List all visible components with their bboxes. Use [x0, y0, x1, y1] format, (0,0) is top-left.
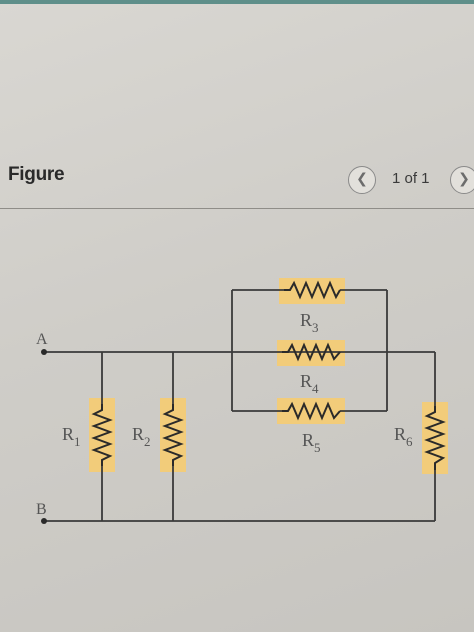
- top-accent-strip: [0, 0, 474, 4]
- resistor-zigzags: [91, 280, 446, 470]
- figure-title: Figure: [8, 164, 65, 185]
- label-r3-sub: 3: [312, 320, 319, 335]
- previous-figure-button[interactable]: ❮: [348, 166, 376, 194]
- resistor-highlights: [89, 278, 448, 474]
- node-label-b: B: [36, 501, 47, 518]
- label-r6: R6: [394, 424, 413, 449]
- label-r2-sub: 2: [144, 434, 151, 449]
- label-r6-name: R: [394, 424, 406, 444]
- label-r6-sub: 6: [406, 434, 413, 449]
- next-figure-button[interactable]: ❯: [450, 166, 474, 194]
- label-r3: R3: [300, 310, 319, 335]
- node-label-a: A: [36, 331, 48, 348]
- label-r4-name: R: [300, 371, 312, 391]
- label-r1-sub: 1: [74, 434, 81, 449]
- label-r5-sub: 5: [314, 440, 321, 455]
- label-r5-name: R: [302, 430, 314, 450]
- page-indicator: 1 of 1: [392, 170, 430, 187]
- label-r3-name: R: [300, 310, 312, 330]
- label-r5: R5: [302, 430, 321, 455]
- r5-zigzag: [282, 401, 341, 421]
- terminal-b: [41, 518, 47, 524]
- label-r4-sub: 4: [312, 381, 319, 396]
- label-r1: R1: [62, 424, 81, 449]
- chevron-right-icon: ❯: [458, 171, 470, 187]
- wires: [44, 289, 436, 522]
- r6-zigzag: [424, 406, 446, 470]
- r1-zigzag: [91, 404, 113, 466]
- label-r4: R4: [300, 371, 319, 396]
- r4-zigzag: [282, 342, 341, 362]
- terminal-a: [41, 349, 47, 355]
- header-divider: [0, 208, 474, 209]
- r3-zigzag: [284, 280, 341, 300]
- label-r2: R2: [132, 424, 151, 449]
- chevron-left-icon: ❮: [356, 171, 368, 187]
- label-r2-name: R: [132, 424, 144, 444]
- figure-header: Figure ❮ 1 of 1 ❯: [0, 150, 474, 208]
- r2-zigzag: [162, 404, 184, 466]
- label-r1-name: R: [62, 424, 74, 444]
